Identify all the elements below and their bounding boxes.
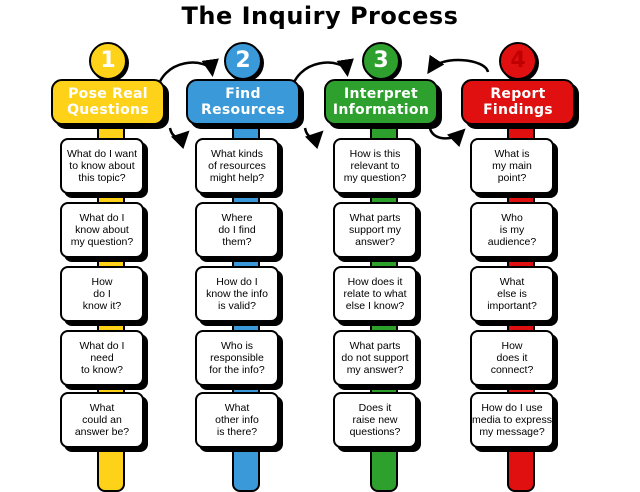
step-heading: Report Findings [461, 79, 575, 125]
step-number-badge: 1 [89, 42, 127, 80]
question-card: Who is responsible for the info? [195, 330, 279, 386]
question-card: How do I know the info is valid? [195, 266, 279, 322]
arrow-step4-to-step3 [427, 54, 490, 75]
step-number-badge: 4 [499, 42, 537, 80]
question-card: What else is important? [470, 266, 554, 322]
question-card: What is my main point? [470, 138, 554, 194]
step-number-badge: 2 [224, 42, 262, 80]
diagram-title: The Inquiry Process [181, 2, 459, 30]
question-card: What kinds of resources might help? [195, 138, 279, 194]
question-card: What other info is there? [195, 392, 279, 448]
question-card: How do I know it? [60, 266, 144, 322]
question-card: How does it relate to what else I know? [333, 266, 417, 322]
question-card: What parts support my answer? [333, 202, 417, 258]
question-card: How do I use media to express my message… [470, 392, 554, 448]
question-card: What do I know about my question? [60, 202, 144, 258]
question-card: Who is my audience? [470, 202, 554, 258]
question-card: What do I need to know? [60, 330, 144, 386]
step-heading: Pose Real Questions [51, 79, 165, 125]
arrow-step3-to-step2 [303, 127, 324, 150]
question-card: Does it raise new questions? [333, 392, 417, 448]
question-card: Where do I find them? [195, 202, 279, 258]
step-heading: Find Resources [186, 79, 300, 125]
arrow-step2-to-step1 [168, 127, 190, 150]
question-card: What could an answer be? [60, 392, 144, 448]
question-card: What do I want to know about this topic? [60, 138, 144, 194]
step-number-badge: 3 [362, 42, 400, 80]
step-heading: Interpret Information [324, 79, 438, 125]
question-card: How does it connect? [470, 330, 554, 386]
arrow-step3-to-step4 [428, 127, 466, 148]
question-card: How is this relevant to my question? [333, 138, 417, 194]
question-card: What parts do not support my answer? [333, 330, 417, 386]
